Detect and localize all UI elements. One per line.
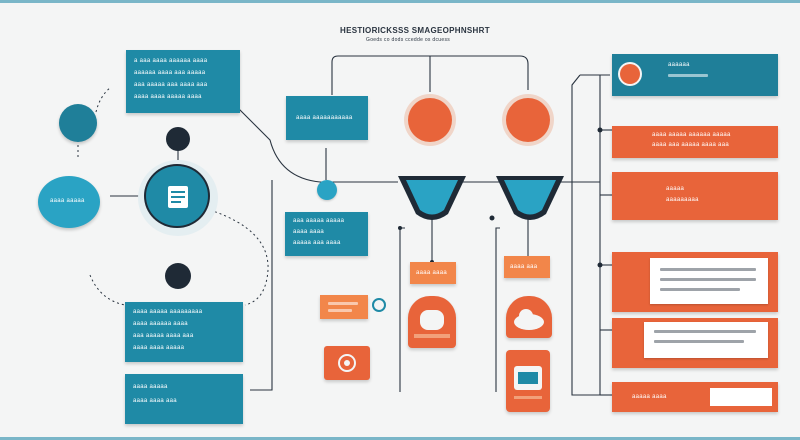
card-line: aaaa aaaa aaaaa	[133, 345, 185, 351]
block-label: aaaa aaa	[510, 264, 538, 270]
card-line: aaaaaa aaaa aaa aaaaa	[134, 70, 206, 76]
card-label: aaaa aaaaaaaaaaa	[296, 115, 353, 121]
orange-circle-left[interactable]	[408, 98, 452, 142]
bottom-border	[0, 437, 800, 440]
input-strip	[710, 388, 772, 406]
diagram-title: HESTIORICKSSS SMAGEOPHNSHRT	[340, 26, 490, 35]
bottom-left-card[interactable]: aaaa aaaaa aaaa aaaa aaa	[125, 374, 243, 424]
list-panel	[644, 322, 768, 358]
card-label: aaaaa aaaa	[632, 394, 667, 400]
card-line: aaa aaaaa aaaa aaa	[133, 333, 194, 339]
card-line: aaaa aaaaa aaaaaaaaa	[133, 309, 203, 315]
right-list-card-2[interactable]	[612, 318, 778, 368]
card-line: aaaa aaaaaa aaaa	[133, 321, 188, 327]
center-teal-card[interactable]: aaaa aaaaaaaaaaa	[286, 96, 368, 140]
mid-orange-label-1[interactable]: aaaa aaaa	[410, 262, 456, 284]
document-icon	[168, 186, 188, 208]
cloud-icon	[514, 309, 544, 330]
monitor-icon	[514, 366, 542, 399]
card-line: aaaaaaaaa	[666, 197, 699, 203]
card-line: aaa aaaaa aaaaa	[293, 218, 345, 224]
card-label: aaaaaa	[668, 62, 690, 68]
alert-icon	[372, 298, 386, 312]
cloud-block-left[interactable]	[408, 296, 456, 348]
cloud-icon	[414, 310, 450, 338]
small-orange-tag[interactable]	[320, 295, 368, 319]
card-line: aaaa aaa aaaaa aaaa aaa	[652, 142, 729, 148]
right-orange-card-1[interactable]: aaaa aaaaa aaaaaa aaaaa aaaa aaa aaaaa a…	[612, 126, 778, 158]
card-line: aaaa aaaaa aaaaaa aaaaa	[652, 132, 731, 138]
card-line: aaaaa	[666, 186, 685, 192]
left-info-circle[interactable]: aaaa aaaaa	[38, 176, 100, 228]
diagram-subtitle: Goeds co dods ccedde os dcuess	[366, 37, 451, 43]
card-line: aaaa aaaa aaa	[133, 398, 177, 404]
cloud-block-right[interactable]	[506, 296, 552, 338]
dark-node-top	[166, 127, 190, 151]
card-line: a aaa aaaa aaaaaa aaaa	[134, 58, 208, 64]
right-orange-card-2[interactable]: aaaaa aaaaaaaaa	[612, 172, 778, 220]
mid-teal-card[interactable]: aaa aaaaa aaaaa aaaa aaaa aaaaa aaa aaaa	[285, 212, 368, 256]
circle-label: aaaa aaaaa	[50, 198, 85, 204]
list-panel	[650, 258, 768, 304]
top-border	[0, 0, 800, 3]
mid-orange-label-2[interactable]: aaaa aaa	[504, 256, 550, 278]
card-line: aaaa aaaaa	[133, 384, 168, 390]
orange-spiral-block[interactable]	[324, 346, 370, 380]
card-line: aaaaa aaa aaaa	[293, 240, 341, 246]
right-list-card-1[interactable]	[612, 252, 778, 312]
center-teal-circle	[317, 180, 337, 200]
spiral-icon	[338, 354, 356, 372]
top-left-card[interactable]: a aaa aaaa aaaaaa aaaa aaaaaa aaaa aaa a…	[126, 50, 240, 113]
monitor-block[interactable]	[506, 350, 550, 412]
top-left-circle[interactable]	[59, 104, 97, 142]
card-line: aaaa aaaa	[293, 229, 325, 235]
right-top-icon	[620, 64, 640, 84]
central-hub[interactable]	[138, 160, 218, 236]
bottom-right-card[interactable]: aaaaa aaaa	[612, 382, 778, 412]
card-line: aaa aaaaa aaa aaaa aaa	[134, 82, 208, 88]
block-label: aaaa aaaa	[416, 270, 448, 276]
right-top-card[interactable]: aaaaaa	[612, 54, 778, 96]
orange-circle-right[interactable]	[506, 98, 550, 142]
dark-node-bottom	[165, 263, 191, 289]
card-line: aaaa aaaa aaaaa aaaa	[134, 94, 202, 100]
bottom-teal-card[interactable]: aaaa aaaaa aaaaaaaaa aaaa aaaaaa aaaa aa…	[125, 302, 243, 362]
